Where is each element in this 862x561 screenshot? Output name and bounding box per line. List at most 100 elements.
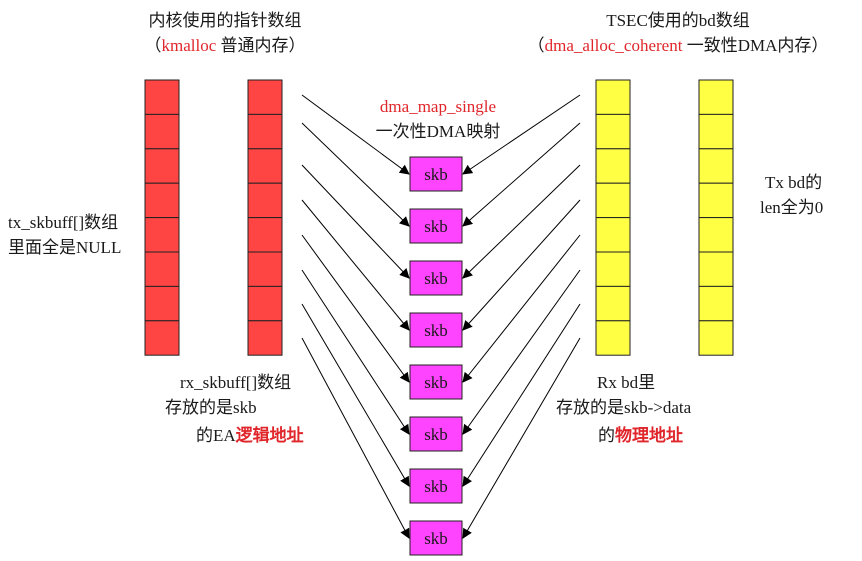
tx-bd-array-cell — [698, 251, 734, 287]
rx-skbuff-to-skb-arrow — [301, 94, 410, 175]
skb-rect — [409, 520, 463, 556]
rx-bd-note-2: 存放的是skb->data — [556, 398, 692, 417]
skb-rect — [409, 416, 463, 452]
rx-bd-to-skb-arrow — [462, 94, 581, 175]
rx-skbuff-note-2: 存放的是skb — [165, 398, 257, 417]
tx-skbuff-note-2: 里面全是NULL — [8, 238, 121, 257]
tsec-array-subtitle: （dma_alloc_coherent 一致性DMA内存） — [528, 36, 829, 55]
skb-rect — [409, 208, 463, 244]
skb-label: skb — [424, 269, 448, 288]
rx-skbuff-note-3: 的EA逻辑地址 — [196, 425, 304, 445]
skb-label: skb — [424, 425, 448, 444]
rx-skbuff-note-1: rx_skbuff[]数组 — [180, 373, 291, 392]
rx-skbuff-array-cell — [247, 285, 283, 322]
rx-bd-to-skb-arrow — [462, 199, 581, 331]
tsec-array-title: TSEC使用的bd数组 — [606, 10, 750, 30]
rx-bd-array-cell — [595, 320, 631, 356]
rx-skbuff-to-skb-arrow — [301, 337, 410, 539]
streaming-dma-label: 一次性DMA映射 — [376, 122, 501, 141]
rx-skbuff-array-cell — [247, 113, 283, 150]
tx-bd-array-cell — [698, 320, 734, 356]
arrays — [144, 79, 734, 356]
rx-bd-to-skb-arrow — [462, 269, 581, 435]
skb-label: skb — [424, 217, 448, 236]
skb-rect — [409, 312, 463, 348]
rx-bd-to-skb-arrow — [462, 303, 581, 487]
tx-skbuff-array-cell — [144, 217, 180, 253]
rx-bd-to-skb-arrow — [462, 122, 581, 227]
tx-bd-array-cell — [698, 285, 734, 322]
rx-skbuff-array-cell — [247, 79, 283, 115]
rx-bd-note-3: 的物理地址 — [598, 425, 683, 445]
rx-bd-array-cell — [595, 79, 631, 115]
rx-skbuff-to-skb-arrow — [301, 122, 410, 227]
rx-bd-array-cell — [595, 251, 631, 287]
tx-bd-array-cell — [698, 148, 734, 184]
prefix: 的 — [598, 426, 615, 445]
tx-skbuff-array-cell — [144, 113, 180, 150]
rx-skbuff-to-skb-arrow — [301, 199, 410, 331]
skb-box: skb — [409, 416, 463, 452]
skb-rect — [409, 260, 463, 296]
tx-skbuff-array — [144, 79, 180, 356]
tx-bd-array-cell — [698, 217, 734, 253]
skb-rect — [409, 468, 463, 504]
coherent-memory-label: 一致性DMA内存） — [682, 36, 828, 55]
tx-bd-array — [698, 79, 734, 356]
physical-address-label: 物理地址 — [615, 425, 683, 445]
rx-bd-to-skb-arrow — [462, 337, 581, 539]
skb-label: skb — [424, 529, 448, 548]
skb-box: skb — [409, 312, 463, 348]
rx-skbuff-to-skb-arrow — [301, 303, 410, 487]
paren-open: （ — [144, 36, 161, 55]
paren-open: （ — [528, 36, 545, 55]
tx-bd-note-1: Tx bd的 — [765, 173, 822, 192]
dma-map-single-label: dma_map_single — [380, 97, 496, 116]
rx-skbuff-array-cell — [247, 320, 283, 356]
tx-skbuff-note-1: tx_skbuff[]数组 — [8, 213, 118, 232]
skb-box: skb — [409, 520, 463, 556]
tx-skbuff-array-cell — [144, 182, 180, 219]
rx-bd-array-cell — [595, 285, 631, 322]
logical-address-label: 逻辑地址 — [236, 425, 304, 445]
rx-skbuff-array — [247, 79, 283, 356]
skb-box: skb — [409, 364, 463, 400]
tx-bd-array-cell — [698, 113, 734, 150]
arrows — [301, 94, 581, 539]
skb-rect — [409, 156, 463, 192]
tx-skbuff-array-cell — [144, 251, 180, 287]
skb-label: skb — [424, 373, 448, 392]
kernel-array-subtitle: （kmalloc 普通内存） — [144, 36, 305, 55]
skb-label: skb — [424, 321, 448, 340]
rx-bd-array-cell — [595, 148, 631, 184]
rx-bd-note-1: Rx bd里 — [597, 373, 655, 392]
tx-skbuff-array-cell — [144, 285, 180, 322]
tx-bd-array-cell — [698, 182, 734, 219]
rx-skbuff-to-skb-arrow — [301, 234, 410, 383]
tx-skbuff-array-cell — [144, 79, 180, 115]
rx-skbuff-to-skb-arrow — [301, 269, 410, 435]
skb-box: skb — [409, 208, 463, 244]
rx-bd-to-skb-arrow — [462, 234, 581, 383]
skb-boxes: skb skb skb skb skb skb skb skb — [409, 156, 463, 556]
kmalloc-label: kmalloc — [161, 36, 216, 55]
tx-bd-note-2: len全为0 — [760, 198, 823, 217]
tx-bd-array-cell — [698, 79, 734, 115]
skb-box: skb — [409, 156, 463, 192]
skb-rect — [409, 364, 463, 400]
rx-bd-to-skb-arrow — [462, 164, 581, 279]
kernel-array-title: 内核使用的指针数组 — [149, 10, 302, 30]
rx-skbuff-array-cell — [247, 182, 283, 219]
skb-label: skb — [424, 165, 448, 184]
rx-skbuff-array-cell — [247, 217, 283, 253]
rx-skbuff-array-cell — [247, 148, 283, 184]
skb-label: skb — [424, 477, 448, 496]
dma-alloc-coherent-label: dma_alloc_coherent — [545, 36, 683, 55]
skb-box: skb — [409, 468, 463, 504]
prefix: 的EA — [196, 426, 236, 445]
rx-skbuff-to-skb-arrow — [301, 164, 410, 279]
tx-skbuff-array-cell — [144, 320, 180, 356]
rx-bd-array — [595, 79, 631, 356]
skb-box: skb — [409, 260, 463, 296]
